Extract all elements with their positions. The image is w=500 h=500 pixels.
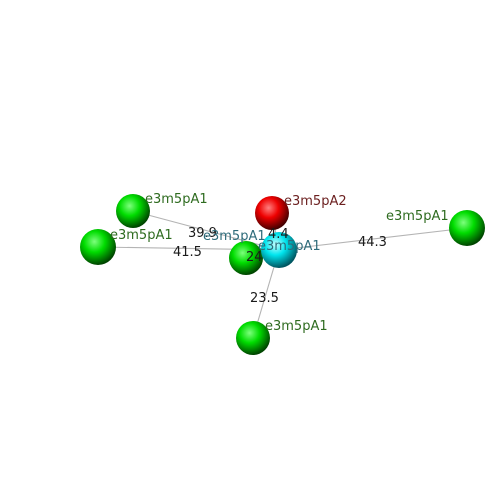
distance-label-red: 4.4 bbox=[268, 227, 289, 242]
atom-green-front[interactable] bbox=[229, 241, 263, 275]
atom-label-red: e3m5pA2 bbox=[284, 194, 347, 209]
bond-right bbox=[278, 227, 468, 251]
atom-cyan-center[interactable] bbox=[261, 232, 297, 268]
atom-label-front: e3m5pA1 bbox=[203, 229, 266, 244]
distance-label-top-left: 39.9 bbox=[188, 226, 217, 241]
atom-label-left: e3m5pA1 bbox=[110, 228, 173, 243]
atom-red[interactable] bbox=[255, 196, 289, 230]
atom-green-left[interactable] bbox=[80, 229, 116, 265]
atom-green-right[interactable] bbox=[449, 210, 485, 246]
distance-label-bottom: 23.5 bbox=[250, 291, 279, 306]
atom-green-top-left[interactable] bbox=[116, 194, 150, 228]
atom-label-center: e3m5pA1 bbox=[258, 239, 321, 254]
distance-label-front: 24 bbox=[246, 250, 263, 265]
atom-label-bottom: e3m5pA1 bbox=[265, 319, 328, 334]
distance-label-right: 44.3 bbox=[358, 235, 387, 250]
atom-green-bottom[interactable] bbox=[236, 321, 270, 355]
atom-label-top-left: e3m5pA1 bbox=[145, 192, 208, 207]
atom-label-right: e3m5pA1 bbox=[386, 209, 449, 224]
distance-label-left: 41.5 bbox=[173, 245, 202, 260]
